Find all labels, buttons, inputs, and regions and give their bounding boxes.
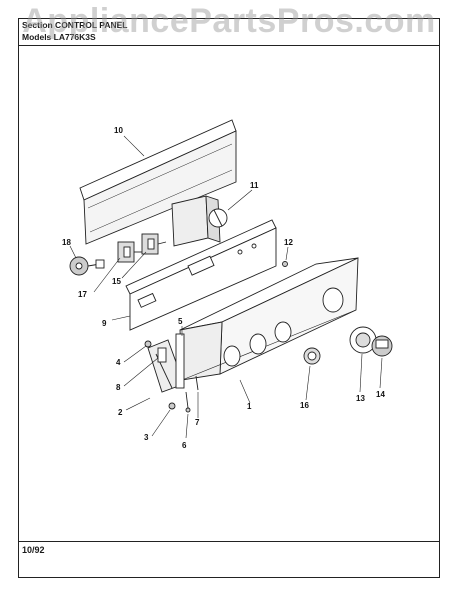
callout-16: 16 [300,401,309,410]
control-panel-console [179,257,359,381]
drawing-frame [18,18,440,578]
model-title: Models LA776K3S [22,32,96,42]
callout-11: 11 [250,181,259,190]
temperature-selector-switch [69,256,105,276]
callout-17: 17 [78,290,87,299]
callout-15: 15 [112,277,121,286]
screw [282,261,288,267]
callout-6: 6 [182,441,187,450]
rotary-switch-b [141,233,167,255]
footer-divider [18,541,440,542]
callout-10: 10 [114,126,123,135]
rotary-switch-a [117,241,142,263]
callout-1: 1 [247,402,252,411]
back-guard-cover [79,119,237,245]
light-lens [157,347,167,363]
timer-knob [371,335,393,357]
clip-lower [168,402,176,410]
callout-12: 12 [284,238,293,247]
callout-7: 7 [195,418,200,427]
callout-3: 3 [144,433,149,442]
callout-2: 2 [118,408,123,417]
callout-5: 5 [178,317,183,326]
dial-skirt [349,326,377,354]
control-panel-bracket [125,219,277,331]
endcap-bracket [175,333,191,413]
callout-4: 4 [116,358,121,367]
section-title: Section CONTROL PANEL [22,20,128,30]
panel-screw-lower [195,375,199,391]
callout-8: 8 [116,383,121,392]
header-divider [18,45,440,46]
timer [171,195,228,247]
callout-14: 14 [376,390,385,399]
knob-small [303,347,321,365]
callout-18: 18 [62,238,71,247]
revision-date: 10/92 [22,545,45,555]
callout-13: 13 [356,394,365,403]
clip-upper [144,340,152,348]
callout-9: 9 [102,319,107,328]
watermark: AppliancePartsPros.com [22,2,436,40]
